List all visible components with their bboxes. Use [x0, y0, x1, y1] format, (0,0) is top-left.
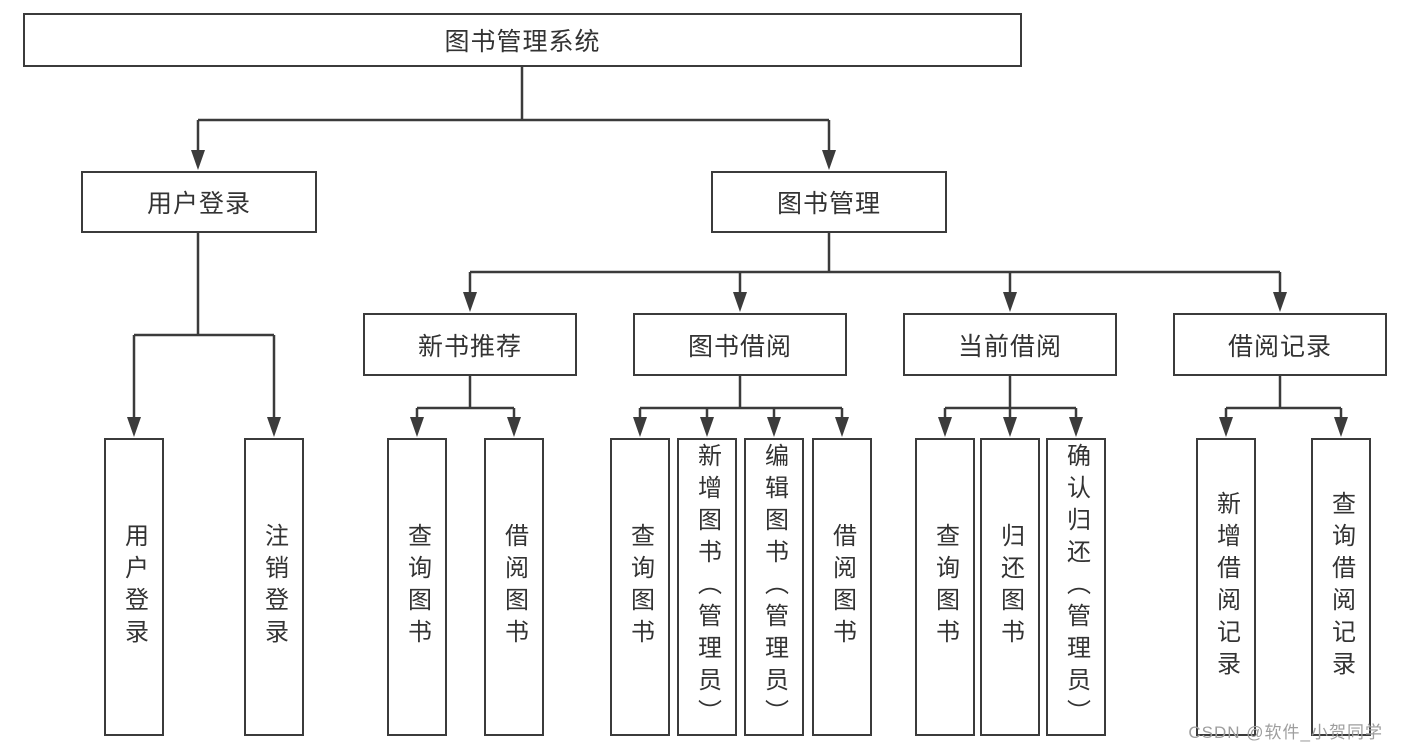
connector-root-split — [191, 67, 836, 170]
node-user-login: 用户登录 — [81, 171, 317, 233]
leaf-query-borrow-record: 查询借阅记录 — [1311, 438, 1371, 736]
node-root: 图书管理系统 — [23, 13, 1022, 67]
node-current-borrow: 当前借阅 — [903, 313, 1117, 376]
leaf-confirm-return-admin: 确认归还（管理员） — [1046, 438, 1106, 736]
leaf-add-borrow-record: 新增借阅记录 — [1196, 438, 1256, 736]
node-new-book-rec: 新书推荐 — [363, 313, 577, 376]
connector-book-mgmt-split — [463, 233, 1287, 312]
leaf-query-books-borrow: 查询图书 — [610, 438, 670, 736]
connector-new-book-split — [410, 376, 521, 437]
leaf-query-books-newrec: 查询图书 — [387, 438, 447, 736]
leaf-borrow-books-borrow: 借阅图书 — [812, 438, 872, 736]
connector-user-login-split — [127, 233, 281, 437]
node-book-borrow: 图书借阅 — [633, 313, 847, 376]
watermark: CSDN @软件_小贺同学 — [1188, 723, 1383, 742]
leaf-return-book: 归还图书 — [980, 438, 1040, 736]
leaf-query-books-current: 查询图书 — [915, 438, 975, 736]
leaf-user-login: 用户登录 — [104, 438, 164, 736]
leaf-edit-book-admin: 编辑图书（管理员） — [744, 438, 804, 736]
leaf-logout: 注销登录 — [244, 438, 304, 736]
node-book-mgmt: 图书管理 — [711, 171, 947, 233]
leaf-borrow-books-newrec: 借阅图书 — [484, 438, 544, 736]
connector-book-borrow-split — [633, 376, 849, 437]
connector-current-borrow-split — [938, 376, 1083, 437]
connector-borrow-record-split — [1219, 376, 1348, 437]
node-borrow-records: 借阅记录 — [1173, 313, 1387, 376]
leaf-add-book-admin: 新增图书（管理员） — [677, 438, 737, 736]
